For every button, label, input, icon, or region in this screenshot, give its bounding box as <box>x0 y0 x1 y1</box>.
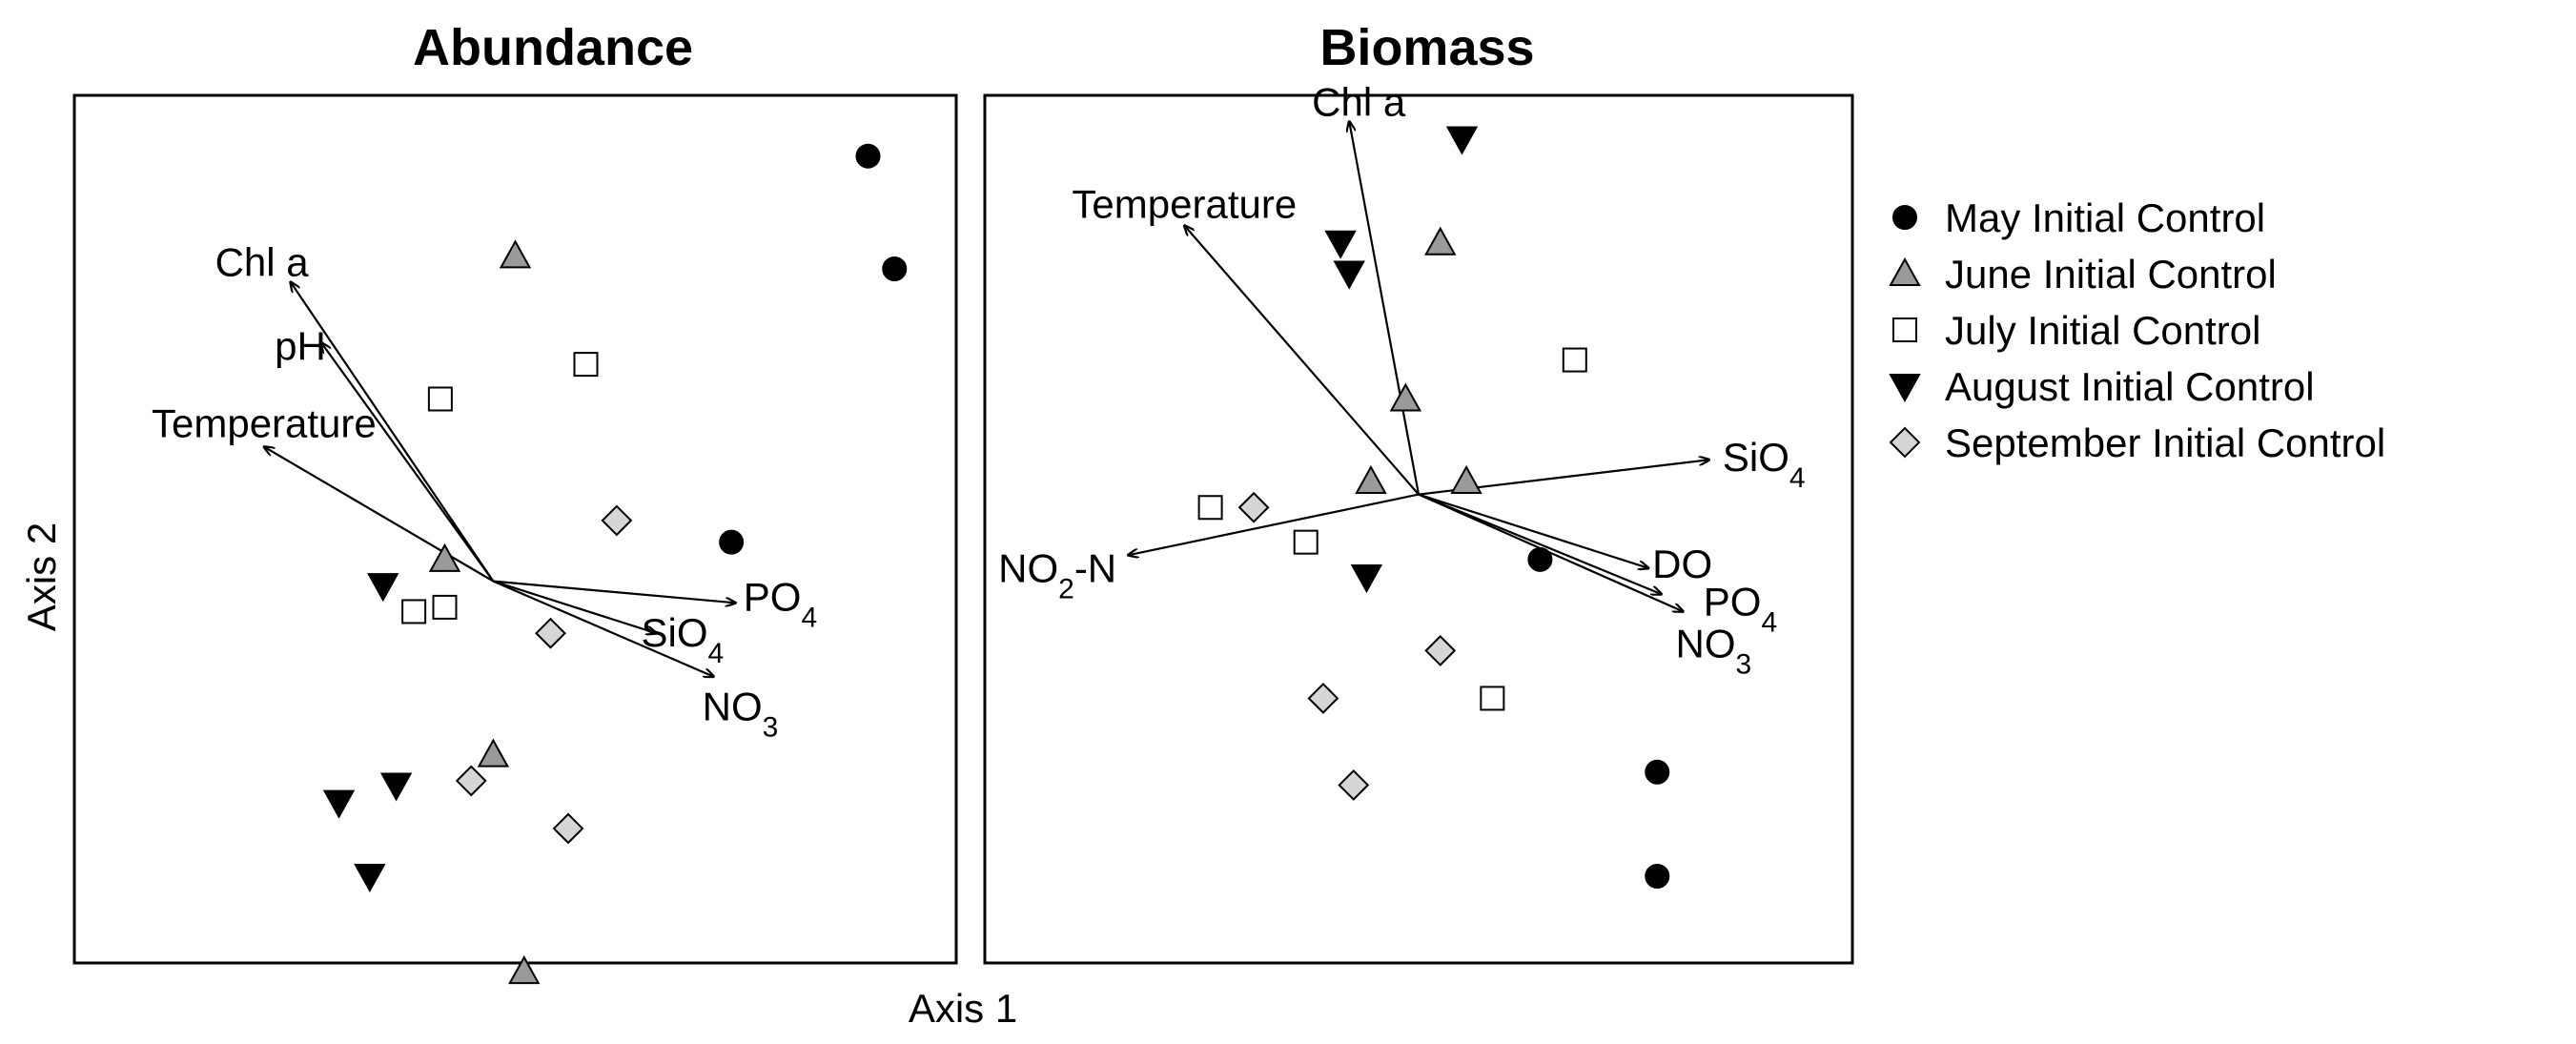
vector-label-no3: NO3 <box>703 685 779 744</box>
vector-label-sio4: SiO4 <box>1723 435 1806 494</box>
panel-title-abundance: Abundance <box>413 19 693 76</box>
vector-arrow-po4 <box>1418 493 1662 595</box>
data-point-september <box>552 812 584 845</box>
vector-label-sio4: SiO4 <box>642 610 725 669</box>
legend-marker-september <box>1889 426 1921 459</box>
data-point-september <box>1307 683 1339 714</box>
legend-marker-may <box>1892 205 1917 230</box>
data-point-may <box>1645 864 1670 889</box>
vector-label-temperature: Temperature <box>1072 182 1297 227</box>
data-point-september <box>455 765 487 797</box>
vector-arrow-po4 <box>493 580 735 604</box>
vector-arrow-ph <box>321 342 495 583</box>
vector-arrow-chl-a <box>291 282 495 583</box>
vector-arrow-temperature <box>264 447 494 583</box>
data-point-july <box>1293 529 1319 555</box>
data-point-june <box>1389 382 1422 412</box>
legend-marker-june <box>1889 256 1921 286</box>
plot-frame-biomass <box>983 93 1854 965</box>
legend-label-june: June Initial Control <box>1945 252 2277 297</box>
data-point-august <box>1350 564 1383 594</box>
legend-marker-august <box>1889 374 1921 403</box>
vector-arrow-no3 <box>1418 493 1684 612</box>
data-point-august <box>354 864 386 893</box>
data-point-july <box>401 599 427 624</box>
vector-label-no2-n: NO2-N <box>998 545 1116 604</box>
vector-label-do: DO <box>1652 542 1712 586</box>
data-point-august <box>367 573 399 603</box>
data-point-september <box>1237 491 1270 523</box>
data-point-june <box>477 738 510 768</box>
vector-arrow-do <box>1418 493 1648 568</box>
legend-marker-july <box>1892 317 1917 342</box>
data-point-may <box>719 529 745 555</box>
plot-frame-abundance <box>72 93 958 965</box>
data-point-september <box>535 617 566 649</box>
data-point-september <box>1424 634 1457 666</box>
data-point-july <box>573 352 599 378</box>
vector-arrow-sio4 <box>493 580 656 634</box>
data-point-august <box>322 789 356 819</box>
vector-label-temperature: Temperature <box>152 401 377 446</box>
data-point-august <box>1333 260 1365 290</box>
vector-arrow-temperature <box>1184 226 1420 496</box>
point-layer-abundance <box>322 143 908 985</box>
y-axis-label: Axis 2 <box>19 522 64 631</box>
data-point-june <box>499 239 532 269</box>
vector-label-ph: pH <box>275 323 326 368</box>
data-point-july <box>427 386 453 412</box>
vector-arrow-chl-a <box>1349 121 1421 495</box>
data-point-may <box>1527 546 1553 572</box>
data-point-september <box>1338 769 1370 801</box>
legend-label-may: May Initial Control <box>1945 195 2265 240</box>
vector-label-po4: PO4 <box>744 574 817 633</box>
data-point-june <box>1450 464 1482 494</box>
vector-label-chl-a: Chl a <box>1312 79 1406 124</box>
data-point-july <box>1480 686 1505 711</box>
legend-label-july: July Initial Control <box>1945 308 2260 353</box>
vector-arrow-no3 <box>492 580 713 677</box>
legend-label-september: September Initial Control <box>1945 420 2385 465</box>
data-point-july <box>1197 495 1223 521</box>
data-point-july <box>1562 347 1587 373</box>
panel-title-biomass: Biomass <box>1319 19 1534 76</box>
data-point-may <box>882 256 908 281</box>
data-point-june <box>508 955 541 985</box>
vector-label-chl-a: Chl a <box>215 240 310 285</box>
x-axis-label: Axis 1 <box>909 986 1017 1031</box>
data-point-september <box>601 504 633 537</box>
vector-label-no3: NO3 <box>1676 621 1752 680</box>
data-point-may <box>1645 759 1670 785</box>
data-point-june <box>1355 464 1387 494</box>
legend-label-august: August Initial Control <box>1945 364 2315 409</box>
data-point-august <box>379 772 413 802</box>
data-point-august <box>1324 230 1357 259</box>
data-point-june <box>1424 226 1457 256</box>
data-point-august <box>1445 126 1479 155</box>
vector-arrow-no2-n <box>1128 493 1420 556</box>
data-point-may <box>855 143 881 169</box>
data-point-june <box>428 542 461 572</box>
data-point-july <box>432 594 458 620</box>
point-layer-biomass <box>1197 126 1670 889</box>
